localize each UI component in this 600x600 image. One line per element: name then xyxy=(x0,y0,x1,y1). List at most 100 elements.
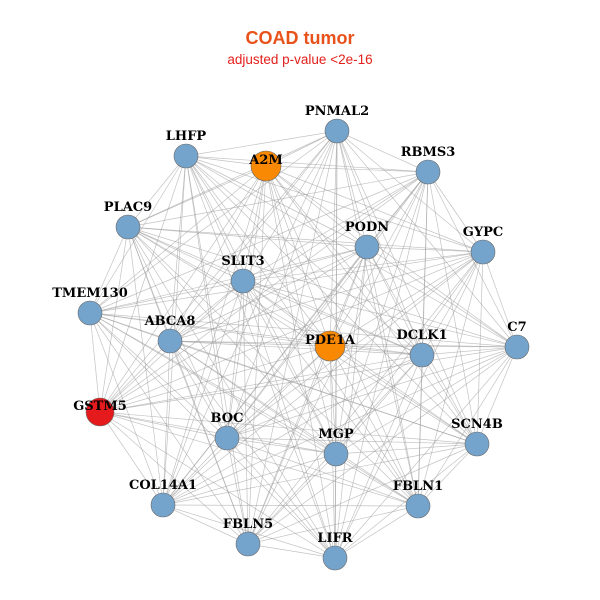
network-node-abca8 xyxy=(157,328,183,354)
network-edge xyxy=(336,130,429,173)
network-node-c7 xyxy=(504,334,530,360)
network-node-lifr xyxy=(322,545,348,571)
network-edge xyxy=(162,437,228,506)
network-edge xyxy=(247,246,368,545)
network-node-fbln5 xyxy=(235,531,261,557)
network-edge xyxy=(242,280,331,347)
network-edge xyxy=(329,251,484,347)
network-edge xyxy=(89,246,368,314)
network-edge xyxy=(226,437,478,445)
network-edge xyxy=(427,171,484,253)
network-edge xyxy=(265,165,429,173)
network-edge xyxy=(127,226,331,347)
network-edge xyxy=(226,437,336,559)
network-edge xyxy=(185,155,423,356)
network-edge xyxy=(335,346,518,455)
network-edge xyxy=(162,165,267,506)
network-edge xyxy=(242,280,249,545)
node-label-plac9: PLAC9 xyxy=(104,200,152,215)
network-edge xyxy=(366,246,518,348)
network-edge xyxy=(329,345,419,507)
network-edge xyxy=(427,171,478,445)
network-edge xyxy=(169,340,423,356)
network-edge xyxy=(336,130,368,248)
node-label-pde1a: PDE1A xyxy=(305,333,356,348)
network-node-boc xyxy=(214,425,240,451)
node-label-col14a1: COL14A1 xyxy=(129,478,197,493)
network-node-a2m xyxy=(250,150,282,182)
node-label-dclk1: DCLK1 xyxy=(396,328,447,343)
network-node-tmem130 xyxy=(77,300,103,326)
network-edge xyxy=(335,171,429,455)
network-node-pnmal2 xyxy=(324,118,350,144)
network-edge xyxy=(89,312,101,413)
network-edge xyxy=(185,155,249,545)
network-edge xyxy=(99,411,478,445)
network-edge xyxy=(335,453,419,507)
network-edge xyxy=(421,354,478,445)
network-edge xyxy=(162,504,249,545)
network-edge xyxy=(417,346,518,507)
network-edge xyxy=(99,411,336,559)
network-edge xyxy=(334,346,518,559)
network-edge xyxy=(226,437,249,545)
network-edge xyxy=(169,340,336,559)
network-edge xyxy=(89,312,164,506)
node-label-fbln5: FBLN5 xyxy=(223,517,273,532)
network-edge xyxy=(335,443,478,455)
network-edge xyxy=(162,504,419,507)
network-edge xyxy=(99,340,171,413)
network-edge xyxy=(169,340,331,347)
network-edge xyxy=(482,251,518,348)
network-edge xyxy=(127,226,368,248)
network-edge xyxy=(99,354,423,413)
network-edge xyxy=(247,543,336,559)
network-edge xyxy=(247,345,331,545)
network-node-gypc xyxy=(470,239,496,265)
network-edge xyxy=(334,246,368,559)
network-edge xyxy=(242,280,336,559)
network-edge xyxy=(162,453,337,506)
network-edge xyxy=(242,165,267,282)
network-edge xyxy=(89,312,423,356)
nodes-layer xyxy=(77,118,530,571)
network-edge xyxy=(242,280,478,445)
network-edge xyxy=(127,226,337,455)
network-edge xyxy=(127,226,484,253)
network-edge xyxy=(247,443,478,545)
network-edge xyxy=(185,130,338,157)
network-edge xyxy=(336,130,478,445)
network-node-dclk1 xyxy=(409,342,435,368)
network-edge xyxy=(334,171,429,559)
node-label-c7: C7 xyxy=(507,320,526,335)
network-edge xyxy=(169,165,267,342)
network-edge xyxy=(99,345,331,413)
network-edge xyxy=(242,251,484,282)
network-edge xyxy=(99,411,164,506)
network-edge xyxy=(99,346,518,413)
node-label-boc: BOC xyxy=(211,411,244,426)
network-edge xyxy=(226,165,267,439)
network-edge xyxy=(417,443,478,507)
network-edge xyxy=(417,251,484,507)
network-edge xyxy=(265,165,478,445)
network-edge xyxy=(89,280,244,314)
network-edge xyxy=(226,280,244,439)
network-edge xyxy=(226,345,331,439)
network-edge xyxy=(99,246,368,413)
node-label-mgp: MGP xyxy=(318,427,353,442)
network-edge xyxy=(476,346,518,445)
network-node-scn4b xyxy=(464,431,490,457)
network-edge xyxy=(89,312,518,348)
network-edge xyxy=(335,354,423,455)
network-edge xyxy=(162,340,171,506)
node-label-gypc: GYPC xyxy=(463,225,504,240)
network-edge xyxy=(185,155,331,347)
network-edge xyxy=(366,246,484,253)
network-edge xyxy=(329,246,368,347)
network-edge xyxy=(169,280,244,342)
network-edge xyxy=(169,246,368,342)
network-edge xyxy=(99,130,338,413)
